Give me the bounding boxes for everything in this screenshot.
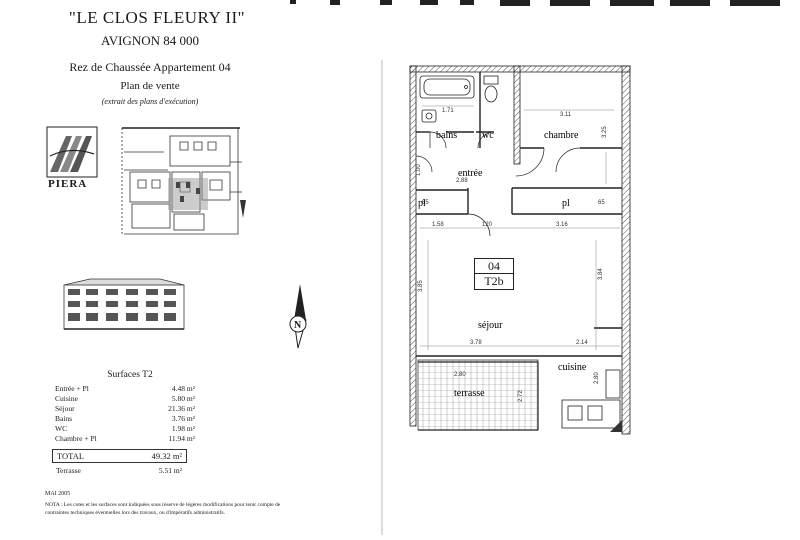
plan-note: (extrait des plans d'exécution) — [101, 97, 199, 106]
stair-marker — [610, 420, 622, 432]
room-bains: bains — [436, 130, 457, 141]
surface-label: Bains — [55, 414, 73, 423]
doors — [415, 131, 581, 237]
surface-value: 21.36 m² — [168, 404, 195, 413]
dim-label: 1.71 — [442, 108, 454, 114]
panel-divider — [381, 60, 383, 535]
dim-label: 2.14 — [576, 340, 588, 346]
project-city: AVIGNON 84 000 — [101, 33, 199, 48]
surface-label: Entrée + Pl — [55, 384, 89, 393]
surface-row: Entrée + Pl 4.48 m² — [55, 384, 195, 394]
svg-text:N: N — [294, 320, 302, 331]
site-plan-thumbnail — [121, 127, 246, 235]
unit-id-box: 04 T2b — [474, 258, 514, 290]
room-wc: wc — [482, 130, 494, 141]
room-terrasse: terrasse — [454, 388, 485, 399]
unit-type: T2b — [484, 274, 504, 288]
dim-label: 120 — [482, 222, 493, 228]
room-sejour: séjour — [478, 320, 503, 331]
room-pl-left: pl — [418, 198, 426, 209]
surfaces-title: Surfaces T2 — [107, 370, 153, 380]
dim-label: 2.80 — [594, 372, 600, 384]
surface-value: 5.80 m² — [171, 394, 195, 403]
dim-label: 3.25 — [602, 126, 608, 138]
surface-row: Cuisine 5.80 m² — [55, 394, 195, 404]
dim-label: 65 — [422, 200, 429, 206]
dim-label: 3.16 — [556, 222, 568, 228]
plan-date: MAI 2005 — [45, 491, 71, 497]
dim-label: 3.11 — [560, 112, 572, 118]
logo-text: PIERA — [48, 178, 88, 190]
surface-label: Chambre + Pl — [55, 434, 97, 443]
room-entree: entrée — [458, 168, 483, 179]
dim-label: 1.58 — [432, 222, 444, 228]
total-box: TOTAL 49.32 m² — [52, 449, 187, 463]
dim-label: 3.85 — [418, 280, 424, 292]
room-pl-right: pl — [562, 198, 570, 209]
dimension-lines — [420, 105, 620, 350]
terrasse-value: 5.51 m² — [158, 466, 182, 475]
terrasse-row: Terrasse 5.51 m² — [56, 466, 182, 475]
top-edge-marks — [290, 0, 780, 6]
dim-label: 2.72 — [518, 390, 524, 402]
surface-value: 3.76 m² — [171, 414, 195, 423]
outer-walls — [409, 65, 631, 435]
project-title: "LE CLOS FLEURY II" — [68, 8, 246, 27]
surface-value: 1.98 m² — [171, 424, 195, 433]
surface-row: Séjour 21.36 m² — [55, 404, 195, 414]
surface-row: WC 1.98 m² — [55, 424, 195, 434]
piera-logo-icon — [46, 126, 98, 178]
plan-type: Plan de vente — [120, 80, 180, 92]
dim-label: 2.88 — [456, 178, 468, 184]
building-elevation — [63, 278, 185, 330]
dim-label: 1.00 — [416, 164, 422, 176]
dim-label: 3.78 — [470, 340, 482, 346]
bathtub-icon — [419, 75, 475, 99]
unit-number: 04 — [475, 259, 513, 274]
dim-label: 65 — [598, 200, 605, 206]
sink-icon — [421, 109, 437, 123]
surface-value: 4.48 m² — [171, 384, 195, 393]
kitchen-counter — [561, 369, 621, 429]
terrasse-railing — [418, 361, 539, 431]
apartment-subtitle: Rez de Chaussée Appartement 04 — [69, 60, 231, 74]
surface-row: Chambre + Pl 11.94 m² — [55, 434, 195, 444]
total-label: TOTAL — [57, 451, 85, 461]
surface-label: Séjour — [55, 404, 75, 413]
dim-label: 2.80 — [454, 372, 466, 378]
room-cuisine: cuisine — [558, 362, 587, 373]
surface-label: WC — [55, 424, 68, 433]
nota-text: NOTA : Les cotes et les surfaces sont in… — [45, 502, 281, 516]
room-chambre: chambre — [544, 130, 579, 141]
surface-row: Bains 3.76 m² — [55, 414, 195, 424]
north-arrow-icon: N — [289, 284, 307, 349]
surfaces-table: Entrée + Pl 4.48 m² Cuisine 5.80 m² Séjour… — [55, 384, 195, 444]
surface-label: Cuisine — [55, 394, 78, 403]
total-value: 49.32 m² — [151, 451, 182, 461]
surface-value: 11.94 m² — [168, 434, 195, 443]
floor-plan: 1.71 3.11 3.25 1.00 2.88 65 65 1.58 120 … — [409, 65, 631, 435]
dim-label: 3.84 — [598, 268, 604, 280]
toilet-icon — [483, 75, 499, 103]
terrasse-label: Terrasse — [56, 466, 81, 475]
